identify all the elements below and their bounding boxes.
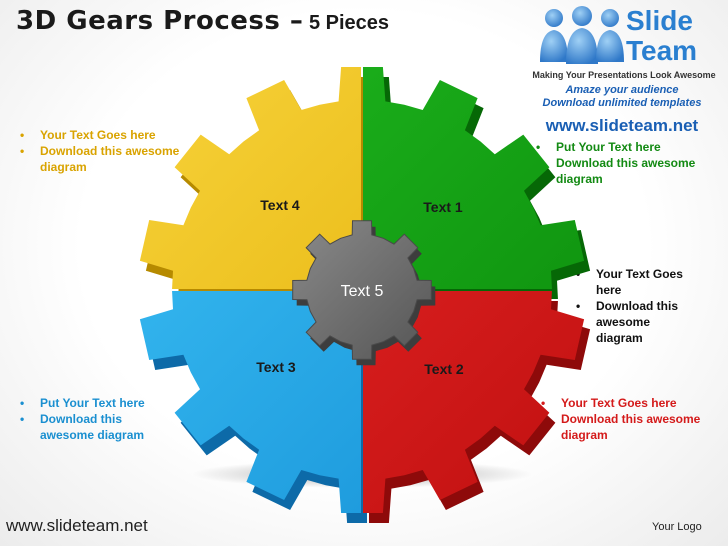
bullets-top-right: Put Your Text here Download this awesome… bbox=[532, 139, 720, 187]
bullet-item: Put Your Text here bbox=[532, 139, 720, 155]
gear-piece-green bbox=[363, 67, 585, 289]
bullets-bottom-right: Your Text Goes here Download this awesom… bbox=[537, 395, 722, 443]
promo-line2: Download unlimited templates bbox=[542, 97, 702, 109]
brand-line1: Slide bbox=[626, 5, 693, 36]
promo-url-link[interactable]: www.slideteam.net bbox=[545, 116, 699, 135]
slideteam-logo: Slide Team Making Your Presentations Loo… bbox=[524, 4, 720, 114]
bullet-item: Your Text Goes here bbox=[16, 127, 196, 143]
title-main: 3D Gears Process – bbox=[16, 6, 304, 36]
footer-url-link[interactable]: www.slideteam.net bbox=[6, 516, 148, 535]
gear-label-text4: Text 4 bbox=[260, 197, 300, 213]
title-sub: 5 Pieces bbox=[308, 12, 390, 34]
your-logo-placeholder: Your Logo bbox=[652, 521, 702, 533]
gear-label-text5: Text 5 bbox=[341, 283, 384, 300]
brand-tagline: Making Your Presentations Look Awesome bbox=[532, 70, 716, 80]
gear-piece-gray bbox=[292, 220, 432, 360]
bullets-top-left: Your Text Goes here Download this awesom… bbox=[16, 127, 196, 175]
gear-label-text2: Text 2 bbox=[424, 361, 464, 377]
brand-line2: Team bbox=[626, 35, 698, 66]
gear-piece-red bbox=[363, 291, 585, 513]
bullet-item: Put Your Text here bbox=[16, 395, 166, 411]
bullets-bottom-left: Put Your Text here Download this awesome… bbox=[16, 395, 166, 443]
bullet-item: Download this awesome diagram bbox=[16, 143, 196, 175]
slide-title: 3D Gears Process – 5 Pieces bbox=[16, 6, 389, 36]
bullet-item: Download this awesome diagram bbox=[532, 155, 720, 187]
bullet-item: Download this awesome diagram bbox=[16, 411, 166, 443]
promo-line1: Amaze your audience bbox=[565, 84, 679, 96]
bullet-item: Your Text Goes here bbox=[572, 266, 700, 298]
bullet-item: Your Text Goes here bbox=[537, 395, 722, 411]
bullet-item: Download this awesome diagram bbox=[537, 411, 722, 443]
bullet-item: Download this awesome diagram bbox=[572, 298, 700, 346]
bullets-mid-right: Your Text Goes here Download this awesom… bbox=[572, 266, 700, 346]
gear-label-text3: Text 3 bbox=[256, 359, 296, 375]
people-icon bbox=[540, 6, 624, 64]
gear-label-text1: Text 1 bbox=[423, 199, 463, 215]
gear-piece-blue bbox=[139, 291, 361, 513]
gear-piece-yellow bbox=[139, 67, 361, 289]
